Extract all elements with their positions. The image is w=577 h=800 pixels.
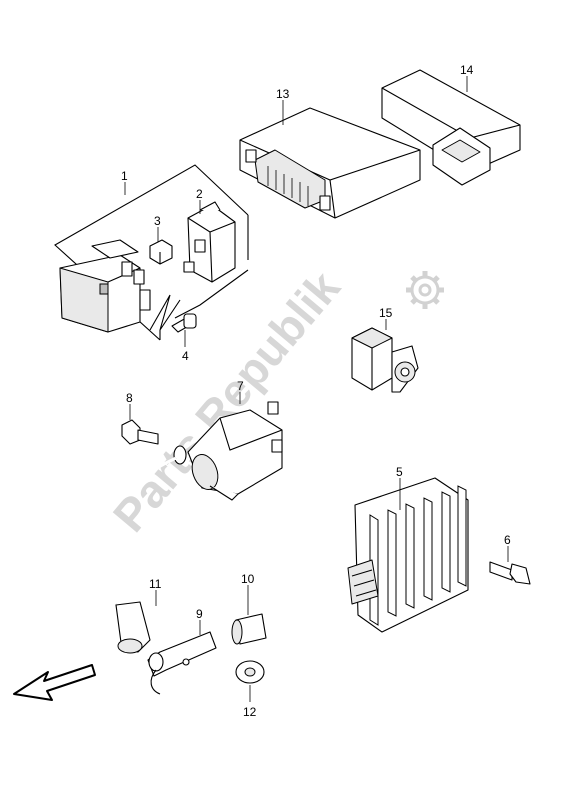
callout-8: 8 <box>126 391 133 405</box>
gear-icon <box>406 271 444 309</box>
callout-11: 11 <box>149 577 162 591</box>
part-15-connector <box>351 327 419 393</box>
callout-13: 13 <box>276 87 290 101</box>
part-9-plug-extension <box>147 631 217 695</box>
part-14-cover <box>381 69 521 186</box>
part-1-relay-assembly <box>54 164 249 341</box>
callout-1: 1 <box>121 169 128 183</box>
callout-7: 7 <box>237 379 244 393</box>
part-13-ecm <box>239 107 421 219</box>
part-3-fuse <box>149 239 173 265</box>
callout-9: 9 <box>196 607 203 621</box>
callout-3: 3 <box>154 214 161 228</box>
part-2-bracket <box>183 201 236 283</box>
callout-6: 6 <box>504 533 511 547</box>
part-11-plug-cap <box>115 601 151 654</box>
front-arrow-icon <box>13 664 96 701</box>
callout-4: 4 <box>182 349 189 363</box>
leader-lines <box>124 76 509 702</box>
callout-labels: 1 2 3 4 5 6 7 8 9 10 11 12 13 14 15 <box>121 63 511 719</box>
callout-2: 2 <box>196 187 203 201</box>
part-6-bolt <box>489 561 531 585</box>
callout-15: 15 <box>379 306 393 320</box>
part-7-ignition-coil <box>173 401 283 501</box>
callout-12: 12 <box>243 705 257 719</box>
part-10-sleeve <box>231 613 267 645</box>
callout-10: 10 <box>241 572 255 586</box>
part-5-regulator <box>347 477 469 633</box>
ignition-lead <box>94 456 177 605</box>
callout-5: 5 <box>396 465 403 479</box>
part-8-bolt <box>121 419 159 445</box>
part-12-washer <box>235 660 265 684</box>
part-4-screw <box>171 313 197 333</box>
callout-14: 14 <box>460 63 474 77</box>
